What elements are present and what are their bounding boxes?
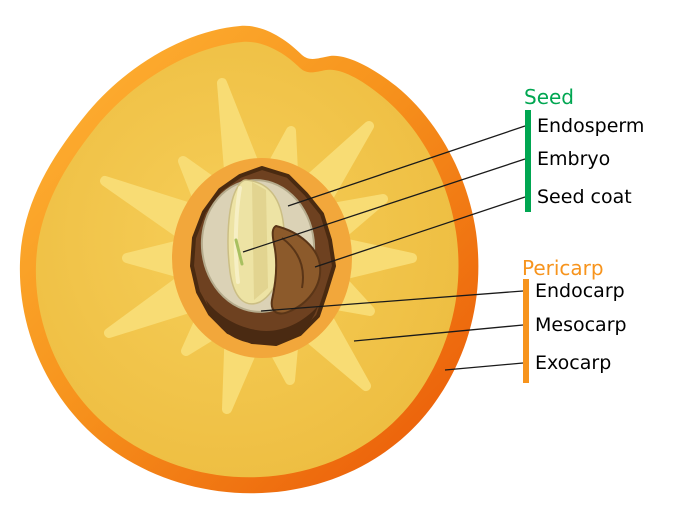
pericarp-group-title: Pericarp [522,256,604,280]
endocarp-leader-line [260,290,524,312]
exocarp-leader-line [444,362,524,371]
mesocarp-leader-line [353,324,524,342]
pericarp-group-bar [523,279,529,383]
endosperm-leader-line [287,125,526,207]
endosperm-facet-shape [252,182,268,300]
embryo-mark [234,238,244,266]
embryo-leader-line [242,158,526,253]
label-mesocarp: Mesocarp [535,314,627,336]
label-seed-coat: Seed coat [537,186,632,208]
seed-coat-leader-line [314,196,526,268]
seed-group-title: Seed [524,85,574,109]
seed-group-bar [525,110,531,212]
endocarp-dark-base-shape [206,300,318,344]
leader-lines [242,125,526,371]
seed-coat-shape [270,224,322,315]
endosperm-highlight-shape [233,186,242,284]
label-exocarp: Exocarp [535,352,612,374]
label-embryo: Embryo [537,148,611,170]
label-endocarp: Endocarp [535,280,625,302]
label-endosperm: Endosperm [537,115,645,137]
seed-coat-inner-line [281,237,304,289]
